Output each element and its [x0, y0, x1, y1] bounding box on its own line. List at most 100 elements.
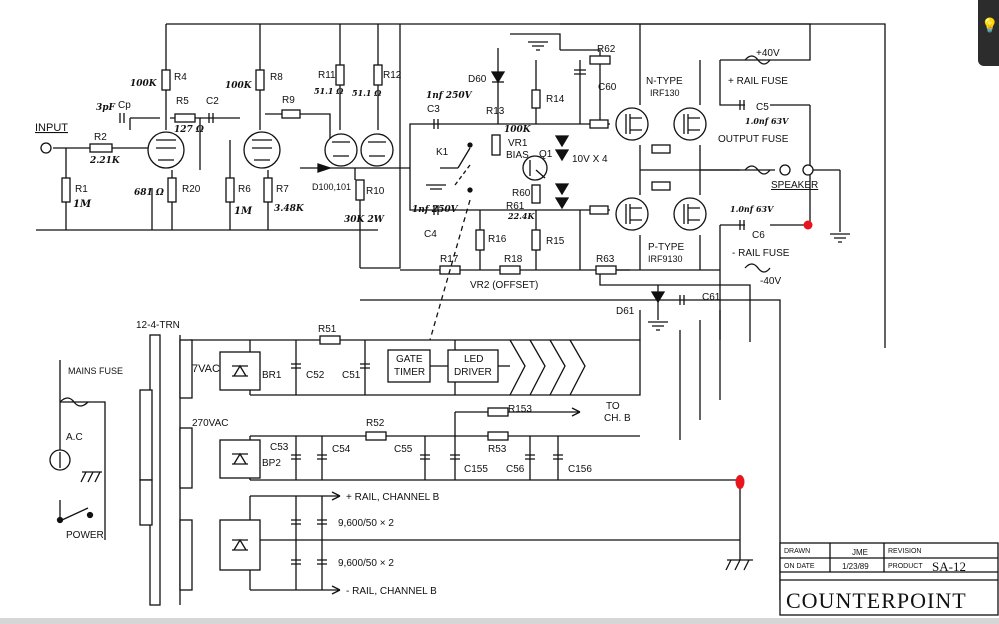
label-irf130: IRF130: [650, 88, 680, 98]
label-input: INPUT: [35, 122, 68, 134]
label-q1: Q1: [539, 149, 553, 160]
label-minus40: -40V: [760, 276, 781, 287]
label-timer: TIMER: [394, 367, 425, 378]
label-br1: BR1: [262, 370, 282, 381]
transformer: [139, 334, 193, 606]
label-vr1: VR1: [508, 138, 528, 149]
label-7vac: 7VAC: [192, 363, 220, 375]
label-vr2: VR2 (OFFSET): [470, 280, 538, 291]
label-railpos-b: + RAIL, CHANNEL B: [346, 492, 440, 503]
probe-point-marker: [803, 220, 813, 230]
label-r53: R53: [488, 444, 507, 455]
label-outputfuse: OUTPUT FUSE: [718, 134, 789, 145]
label-r2-value: 2.21K: [89, 156, 121, 166]
label-r10-value: 30K 2W: [344, 215, 385, 225]
label-r51: R51: [318, 324, 337, 335]
label-270vac: 270VAC: [192, 418, 229, 429]
label-r61-value: 22.4K: [507, 211, 535, 221]
label-ntype: N-TYPE: [646, 76, 683, 87]
label-c61: C61: [702, 292, 721, 303]
label-r6-value: 1M: [234, 206, 253, 217]
label-bias: BIAS: [506, 150, 529, 161]
title-block: [779, 542, 999, 616]
label-c56: C56: [506, 464, 525, 475]
label-ac: A.C: [66, 432, 83, 443]
tb-company: COUNTERPOINT: [786, 588, 967, 613]
label-railneg-b: - RAIL, CHANNEL B: [346, 586, 437, 597]
arrows: [331, 169, 581, 595]
label-r5-value: 127 Ω: [174, 125, 204, 135]
relay-k1: [429, 142, 473, 341]
label-r1-value: 1M: [73, 199, 92, 210]
label-r61: R61: [506, 201, 525, 212]
label-c52: C52: [306, 370, 325, 381]
label-bp2: BP2: [262, 458, 281, 469]
label-chb: CH. B: [604, 413, 631, 424]
resistors: [61, 55, 671, 441]
label-railfuse-neg: - RAIL FUSE: [732, 248, 790, 259]
label-plus40: +40V: [756, 48, 780, 59]
label-speaker: SPEAKER: [771, 180, 818, 191]
label-c155: C155: [464, 464, 488, 475]
label-r14: R14: [546, 94, 565, 105]
mains-input: [49, 449, 94, 524]
tb-revision-label: REVISION: [888, 548, 921, 555]
tip-tab[interactable]: 💡: [978, 0, 999, 66]
lightbulb-icon: 💡: [981, 18, 999, 34]
label-r10: R10: [366, 186, 385, 197]
label-r8-value: 100K: [225, 81, 253, 91]
label-cp: Cp: [118, 100, 131, 111]
probe-point-marker: [735, 475, 745, 489]
label-gate: GATE: [396, 354, 423, 365]
label-r153: R153: [508, 404, 532, 415]
label-led: LED: [464, 354, 483, 365]
label-vr1-value: 100K: [504, 125, 532, 135]
label-r18: R18: [504, 254, 523, 265]
label-c3-value: 1nf 250V: [426, 91, 473, 101]
label-cap1: 9,600/50 × 2: [338, 518, 394, 529]
label-r12: R12: [383, 70, 402, 81]
tb-date-value: 1/23/89: [842, 562, 869, 571]
wires: [36, 23, 886, 600]
label-c6-value: 1.0nf 63V: [730, 204, 774, 214]
label-driver: DRIVER: [454, 367, 492, 378]
label-r20: R20: [182, 184, 201, 195]
label-railfuse-pos: + RAIL FUSE: [728, 76, 788, 87]
label-r4-value: 100K: [130, 79, 158, 89]
label-r11-value: 51.1 Ω: [314, 86, 344, 96]
label-c2: C2: [206, 96, 219, 107]
label-r52: R52: [366, 418, 385, 429]
tb-drawn-label: DRAWN: [784, 548, 810, 555]
label-d61: D61: [616, 306, 635, 317]
capacitors: [119, 69, 745, 565]
label-d100: D100,101: [312, 182, 351, 192]
bottom-scroll-bar: [0, 618, 999, 624]
label-r16: R16: [488, 234, 507, 245]
label-cp-value: 3pF: [96, 103, 116, 113]
tb-product-label: PRODUCT: [888, 563, 923, 570]
label-r9: R9: [282, 95, 295, 106]
label-c60: C60: [598, 82, 617, 93]
bridge-rectifiers: [219, 351, 261, 571]
label-r2: R2: [94, 132, 107, 143]
label-c54: C54: [332, 444, 351, 455]
label-r8: R8: [270, 72, 283, 83]
control-boxes: [387, 339, 586, 396]
label-r11: R11: [318, 70, 336, 81]
vacuum-tubes: [147, 131, 394, 169]
label-c5-value: 1.0nf 63V: [745, 116, 789, 126]
label-c3: C3: [427, 104, 440, 115]
label-c55: C55: [394, 444, 413, 455]
label-c4: C4: [424, 229, 437, 240]
label-transformer: 12-4-TRN: [136, 320, 180, 331]
label-r12-value: 51.1 Ω: [352, 88, 382, 98]
input-jack: [40, 142, 52, 154]
label-r7-value: 3.48K: [274, 204, 305, 214]
label-c5: C5: [756, 102, 769, 113]
label-mainsfuse: MAINS FUSE: [68, 366, 123, 376]
label-r60: R60: [512, 188, 531, 199]
tb-product-value: SA-12: [932, 559, 966, 574]
label-r17: R17: [440, 254, 459, 265]
label-r4: R4: [174, 72, 187, 83]
